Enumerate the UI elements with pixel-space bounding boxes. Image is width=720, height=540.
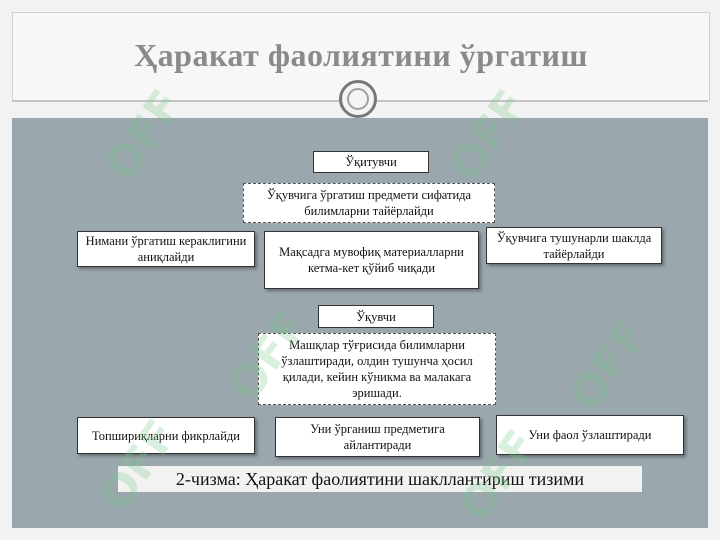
teacher-task-box: Ўқувчига ўргатиш предмети сифатида билим…	[243, 183, 495, 223]
student-left-box: Топшириқларни фикрлайди	[77, 417, 255, 454]
student-center-box: Уни ўрганиш предметига айлантиради	[275, 417, 480, 457]
teacher-center-box: Мақсадга мувофиқ материалларни кетма-кет…	[264, 231, 479, 289]
student-label: Ўқувчи	[318, 305, 434, 328]
student-task-box: Машқлар тўғрисида билимларни ўзлаштиради…	[258, 333, 496, 405]
decorative-circle-icon	[339, 80, 377, 118]
teacher-left-box: Нимани ўргатиш кераклигини аниқлайди	[77, 231, 255, 267]
teacher-right-box: Ўқувчига тушунарли шаклда тайёрлайди	[486, 227, 662, 264]
slide-title: Ҳаракат фаолиятини ўргатиш	[134, 37, 588, 73]
figure-caption: 2-чизма: Ҳаракат фаолиятини шакллантириш…	[118, 466, 642, 492]
student-right-box: Уни фаол ўзлаштиради	[496, 415, 684, 455]
teacher-label: Ўқитувчи	[313, 151, 429, 173]
